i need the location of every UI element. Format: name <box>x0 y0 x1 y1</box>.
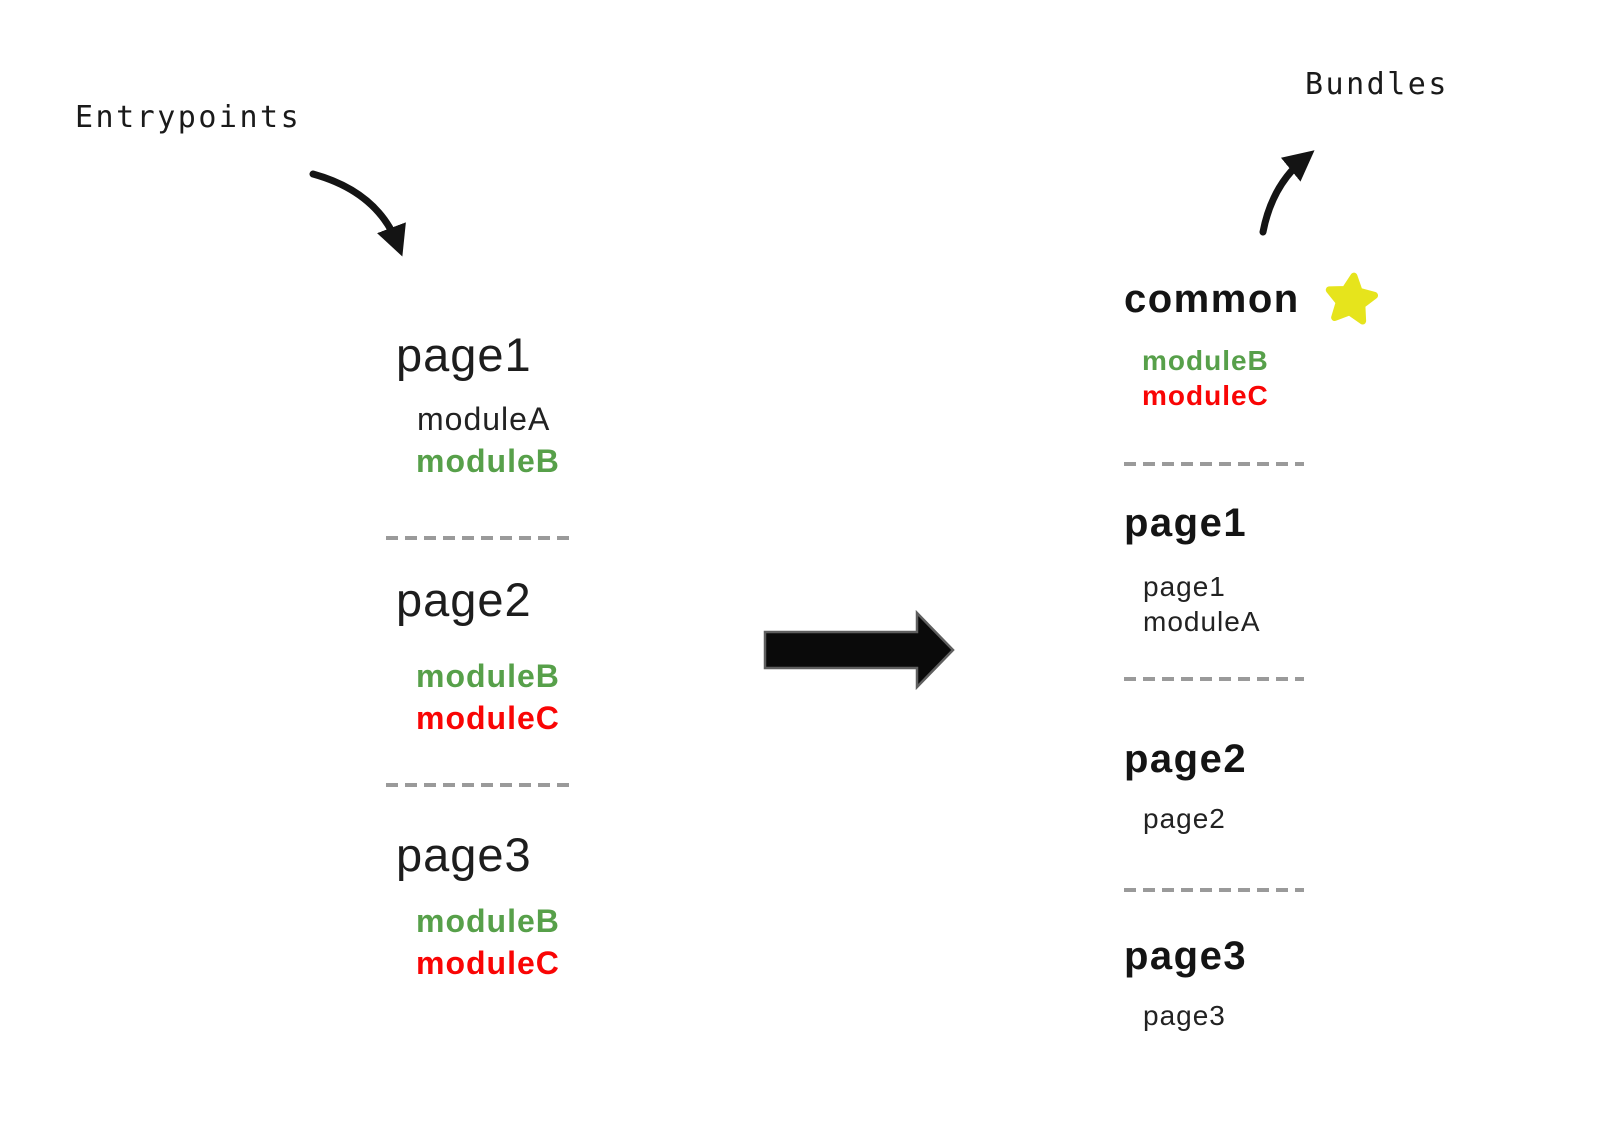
dashed-divider <box>1124 888 1304 892</box>
star-icon <box>1325 272 1378 325</box>
bundle-common-title: common <box>1124 277 1300 321</box>
bundle-common-module-b: moduleB <box>1142 345 1269 376</box>
entrypoint-page3-title: page3 <box>396 828 532 881</box>
bundle-page1-title: page1 <box>1124 501 1248 545</box>
transform-right-arrow-icon <box>763 609 955 691</box>
dashed-divider <box>386 536 576 540</box>
dashed-divider <box>1124 462 1304 466</box>
entrypoint-page1-module-a: moduleA <box>417 401 551 437</box>
entrypoints-curved-arrow-icon <box>309 170 406 257</box>
bundle-common-heading: common <box>1124 272 1380 326</box>
entrypoint-page1-module-b: moduleB <box>416 443 560 479</box>
entrypoint-page3-module-c: moduleC <box>416 945 560 981</box>
bundle-page3-chunk-page3: page3 <box>1143 1000 1226 1031</box>
dashed-divider <box>1124 677 1304 681</box>
entrypoint-page1-title: page1 <box>396 328 532 381</box>
entrypoint-page3-module-b: moduleB <box>416 903 560 939</box>
bundle-page2-chunk-page2: page2 <box>1143 803 1226 834</box>
bundles-label: Bundles <box>1305 67 1449 102</box>
dashed-divider <box>386 783 576 787</box>
bundles-curved-arrow-icon <box>1259 150 1315 236</box>
entrypoint-page2-module-c: moduleC <box>416 700 560 736</box>
bundle-page2-title: page2 <box>1124 737 1248 781</box>
entrypoint-page2-module-b: moduleB <box>416 658 560 694</box>
bundle-page1-chunk-page1: page1 <box>1143 571 1226 602</box>
entrypoints-label: Entrypoints <box>75 100 302 135</box>
bundle-common-module-c: moduleC <box>1142 380 1269 411</box>
entrypoint-page2-title: page2 <box>396 573 532 626</box>
bundle-page1-chunk-module-a: moduleA <box>1143 606 1261 637</box>
bundle-page3-title: page3 <box>1124 934 1248 978</box>
